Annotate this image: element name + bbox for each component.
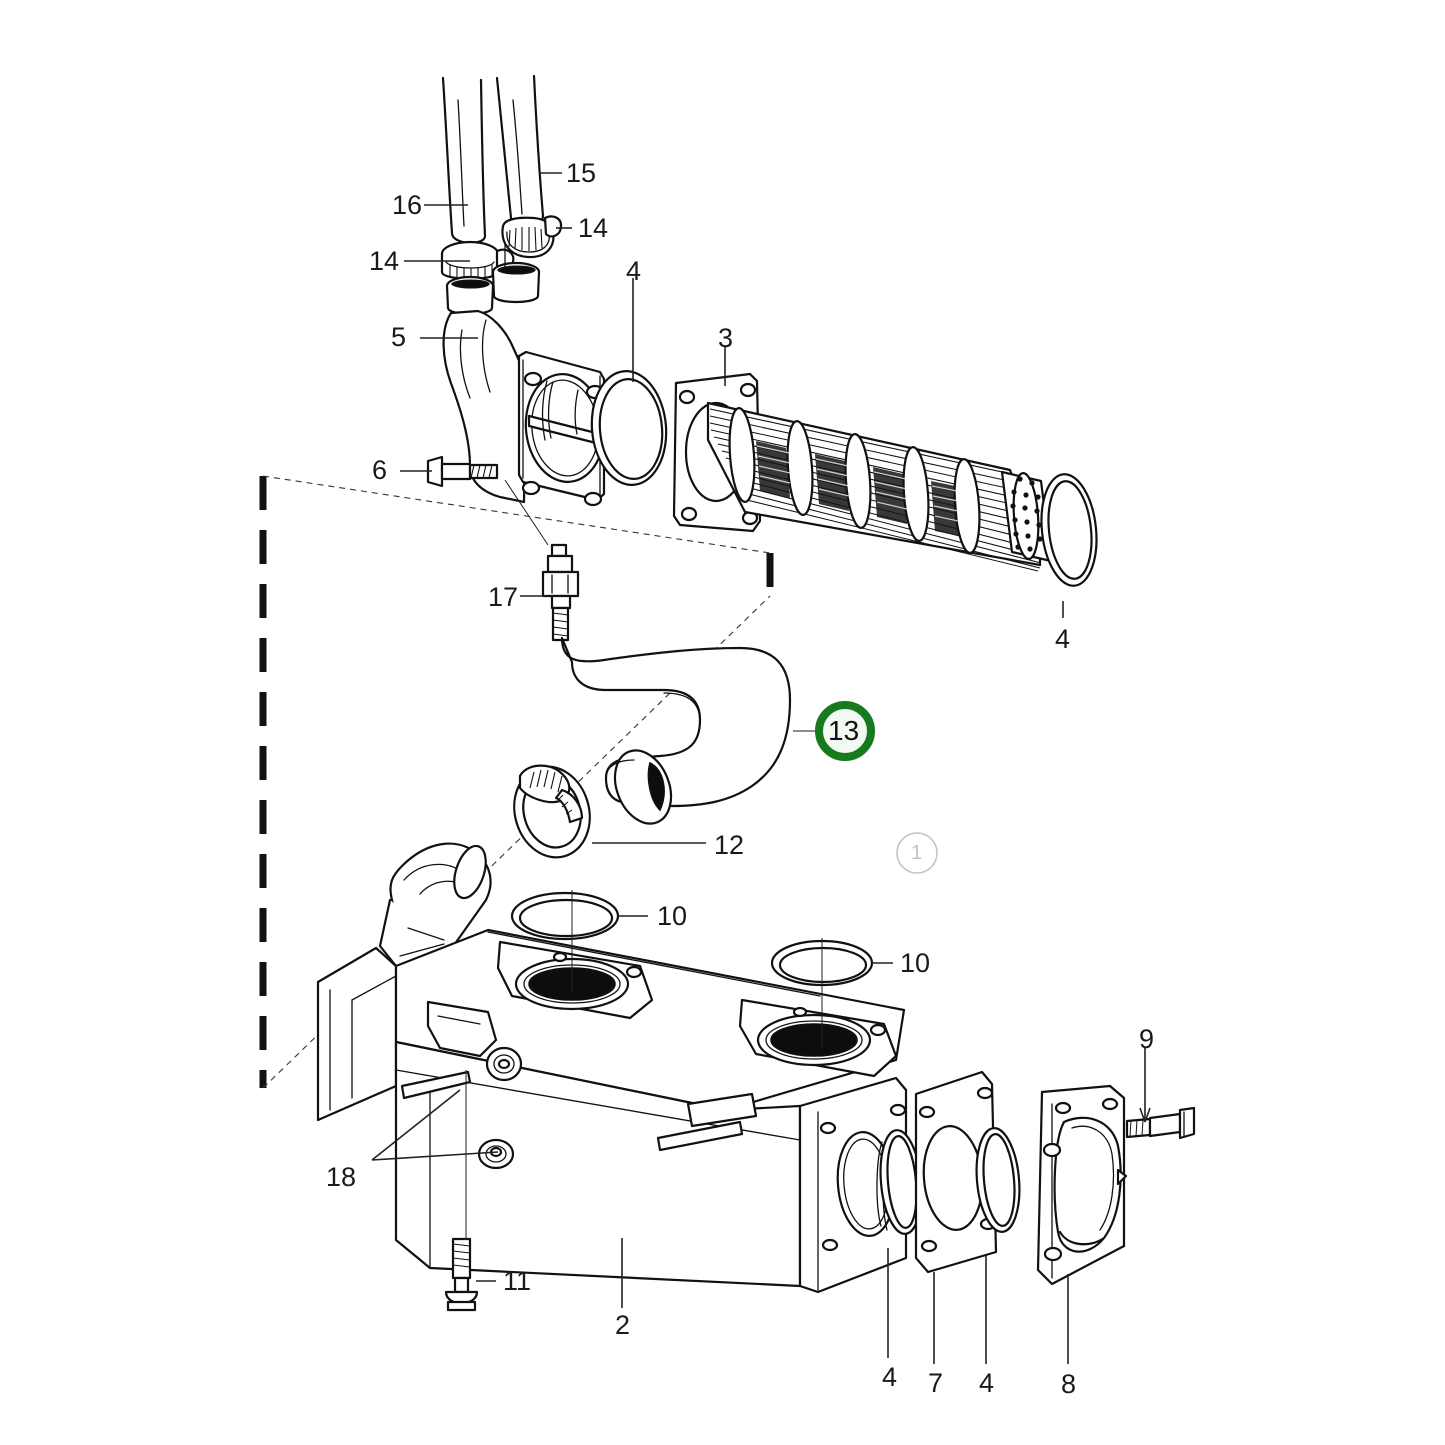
callout-label-10-left: 10: [657, 901, 688, 931]
plug-screw-18-upper: [485, 1046, 523, 1082]
callout-label-6: 6: [372, 455, 388, 485]
callout-label-12: 12: [714, 830, 745, 860]
banjo-fitting-17: [541, 543, 580, 642]
callout-label-14-lower: 14: [369, 246, 400, 276]
stud-bolt-11: [444, 1237, 479, 1312]
callout-label-10-right: 10: [900, 948, 931, 978]
highlighted-callout-13-ring[interactable]: [815, 701, 875, 761]
gasket-plate-7: [914, 1070, 998, 1274]
callout-label-11: 11: [503, 1266, 532, 1296]
callout-label-17: 17: [488, 582, 519, 612]
hose-clamp-14-upper: [501, 215, 563, 259]
callout-label-18: 18: [326, 1162, 357, 1192]
callout-label-4-core-end: 4: [1055, 624, 1071, 654]
hose-clamp-12: [513, 764, 591, 859]
callout-label-2: 2: [615, 1310, 631, 1340]
callout-label-4-top: 4: [626, 256, 642, 286]
callout-label-4-endstack-2: 4: [979, 1368, 995, 1398]
plug-screw-18-lower: [477, 1138, 515, 1170]
manifold-housing-2: [316, 842, 909, 1294]
callout-label-8: 8: [1061, 1369, 1077, 1399]
callout-label-14-upper: 14: [578, 213, 609, 243]
heat-exchanger-core-bundle: [706, 401, 1053, 572]
cover-bolt-9: [1125, 1106, 1196, 1140]
end-cover-plate-8: [1036, 1084, 1128, 1286]
callout-leader-lines: [371, 172, 1151, 1364]
callout-label-5: 5: [391, 322, 407, 352]
callout-label-9: 9: [1139, 1024, 1155, 1054]
ghost-marker-label-1: 1: [911, 842, 923, 864]
housing-inlet-nipples: [445, 243, 541, 316]
callout-label-4-endstack-1: 4: [882, 1362, 898, 1392]
o-ring-4-endstack-1: [879, 1129, 923, 1235]
callout-label-15: 15: [566, 158, 597, 188]
callout-label-7: 7: [928, 1368, 944, 1398]
hose-15: [495, 74, 545, 227]
callout-label-3: 3: [718, 323, 734, 353]
o-ring-4-front: [590, 370, 668, 486]
o-ring-10-left: [510, 891, 620, 941]
ghost-marker-circle: [896, 832, 938, 874]
callout-label-16: 16: [392, 190, 423, 220]
o-ring-4-endstack-2: [975, 1127, 1021, 1233]
o-ring-4-core-end: [1040, 473, 1098, 587]
flange-bolt-6: [426, 455, 499, 488]
coolant-hose-13: [560, 636, 792, 825]
hose-16: [441, 76, 487, 244]
highlighted-callout-13-label: 13: [828, 715, 860, 746]
